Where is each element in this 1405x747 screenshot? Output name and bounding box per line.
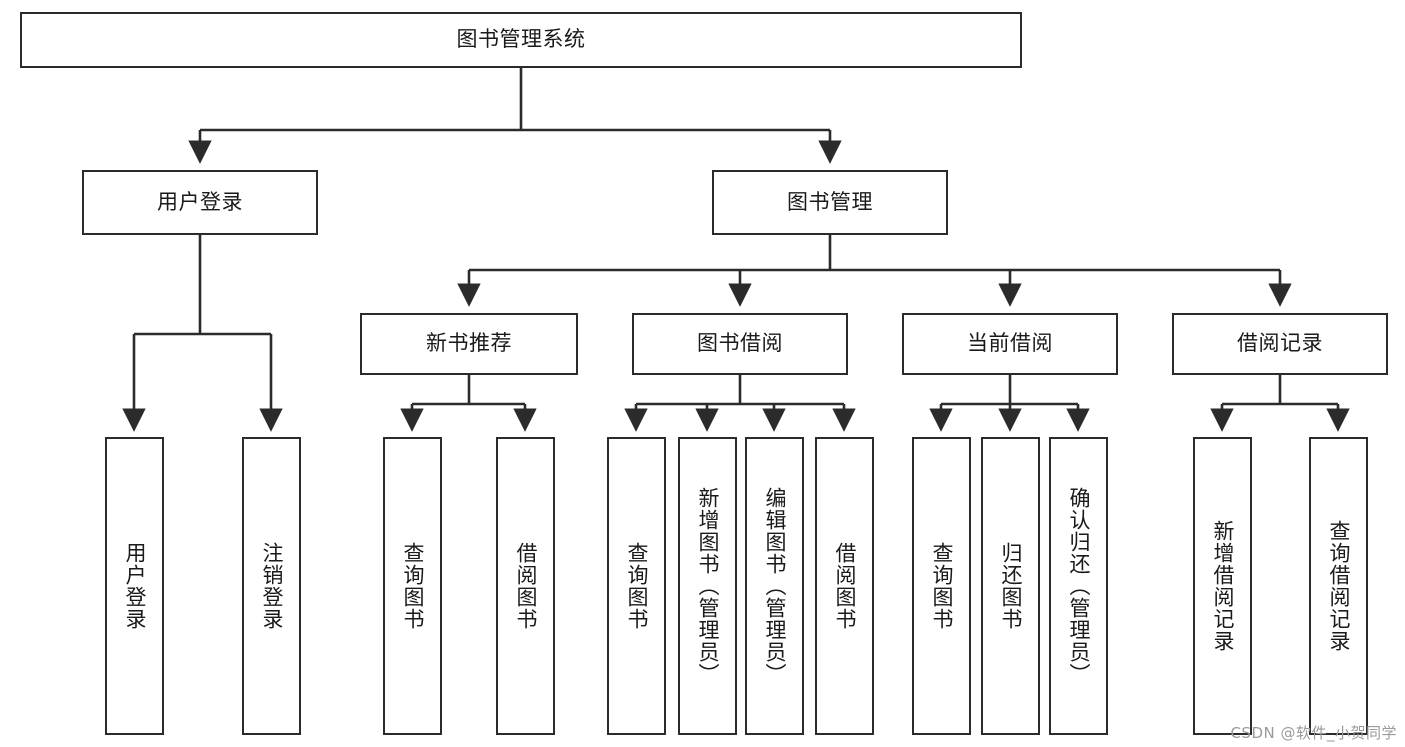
node-borrow-record[interactable]: 借阅记录 [1172,313,1388,375]
node-root-label: 图书管理系统 [456,27,586,52]
leaf-query-book-1[interactable]: 查询图书 [383,437,442,735]
leaf-query-book-1-label: 查询图书 [400,542,425,630]
leaf-add-book-label: 新增图书（管理员） [695,487,720,685]
node-current-borrow-label: 当前借阅 [967,331,1053,356]
leaf-add-record-label: 新增借阅记录 [1210,520,1235,652]
leaf-borrow-book-2[interactable]: 借阅图书 [815,437,874,735]
leaf-return-book-label: 归还图书 [998,542,1023,630]
leaf-query-record-label: 查询借阅记录 [1326,520,1351,652]
leaf-borrow-book-1-label: 借阅图书 [513,542,538,630]
node-book-borrow-label: 图书借阅 [697,331,783,356]
node-new-book-rec-label: 新书推荐 [426,331,512,356]
csdn-watermark: CSDN @软件_小贺同学 [1230,724,1397,742]
node-user-login[interactable]: 用户登录 [82,170,318,235]
node-root[interactable]: 图书管理系统 [20,12,1022,68]
leaf-confirm-return-label: 确认归还（管理员） [1066,487,1091,685]
leaf-add-book[interactable]: 新增图书（管理员） [678,437,737,735]
leaf-return-book[interactable]: 归还图书 [981,437,1040,735]
leaf-query-record[interactable]: 查询借阅记录 [1309,437,1368,735]
leaf-add-record[interactable]: 新增借阅记录 [1193,437,1252,735]
node-book-borrow[interactable]: 图书借阅 [632,313,848,375]
leaf-user-login-label: 用户登录 [122,542,147,630]
leaf-logout[interactable]: 注销登录 [242,437,301,735]
node-book-manage[interactable]: 图书管理 [712,170,948,235]
node-user-login-label: 用户登录 [157,189,243,214]
leaf-logout-label: 注销登录 [259,542,284,630]
node-book-manage-label: 图书管理 [787,189,873,214]
leaf-edit-book[interactable]: 编辑图书（管理员） [745,437,804,735]
leaf-query-book-2[interactable]: 查询图书 [607,437,666,735]
leaf-borrow-book-2-label: 借阅图书 [832,542,857,630]
leaf-borrow-book-1[interactable]: 借阅图书 [496,437,555,735]
node-borrow-record-label: 借阅记录 [1237,331,1323,356]
node-new-book-rec[interactable]: 新书推荐 [360,313,578,375]
leaf-confirm-return[interactable]: 确认归还（管理员） [1049,437,1108,735]
node-current-borrow[interactable]: 当前借阅 [902,313,1118,375]
leaf-query-book-3-label: 查询图书 [929,542,954,630]
leaf-query-book-2-label: 查询图书 [624,542,649,630]
leaf-user-login[interactable]: 用户登录 [105,437,164,735]
leaf-edit-book-label: 编辑图书（管理员） [762,487,787,685]
leaf-query-book-3[interactable]: 查询图书 [912,437,971,735]
